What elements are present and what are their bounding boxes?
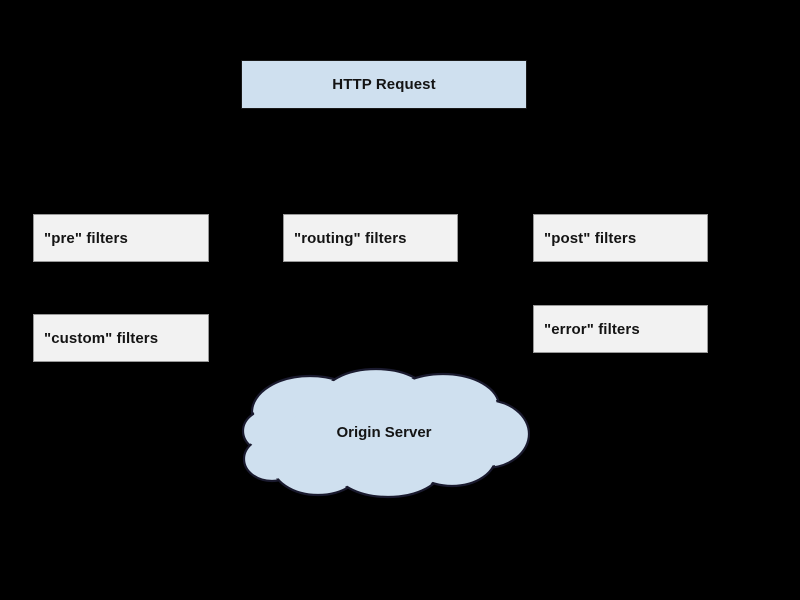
node-label-custom-filters: "custom" filters (44, 329, 159, 347)
node-routing-filters[interactable]: "routing" filters (283, 214, 458, 262)
node-origin-server[interactable]: Origin Server (238, 364, 530, 500)
node-label-http-request: HTTP Request (332, 76, 436, 93)
node-error-filters[interactable]: "error" filters (533, 305, 708, 353)
node-post-filters[interactable]: "post" filters (533, 214, 708, 262)
node-label-routing-filters: "routing" filters (294, 229, 407, 247)
node-label-pre-filters: "pre" filters (44, 229, 128, 247)
cloud-shape-icon (241, 367, 530, 499)
node-pre-filters[interactable]: "pre" filters (33, 214, 209, 262)
node-http-request[interactable]: HTTP Request (241, 60, 527, 109)
node-custom-filters[interactable]: "custom" filters (33, 314, 209, 362)
node-label-post-filters: "post" filters (544, 229, 637, 247)
node-label-error-filters: "error" filters (544, 320, 640, 338)
